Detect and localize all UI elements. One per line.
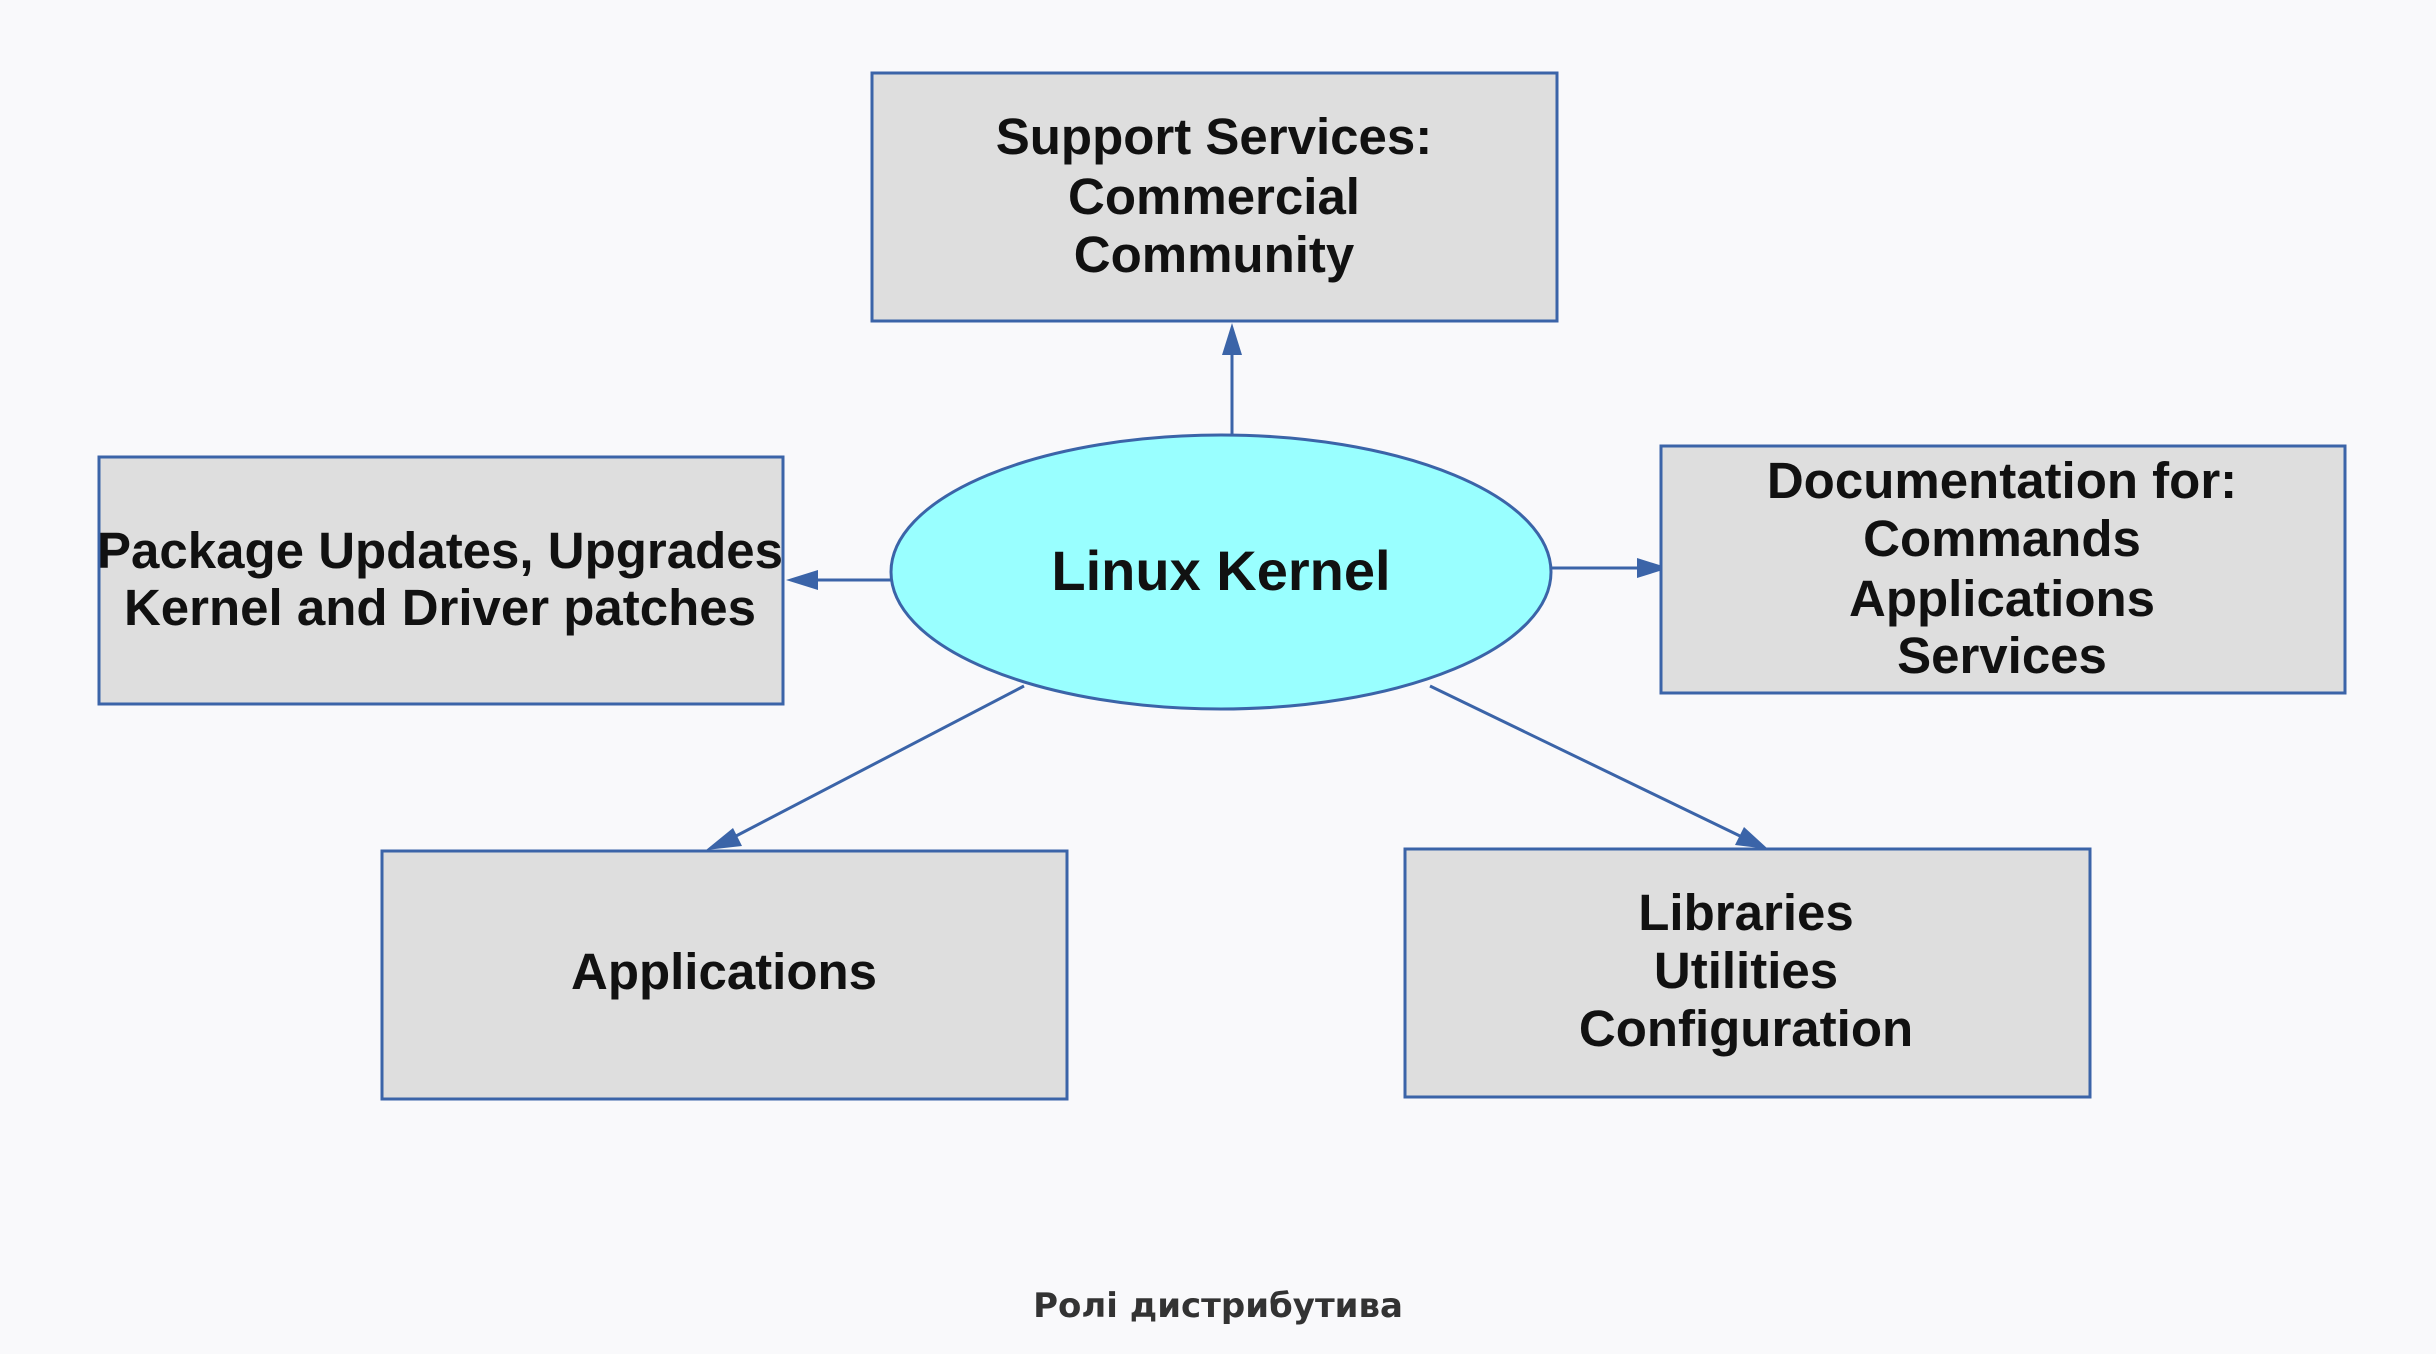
figure-caption: Ролі дистрибутива <box>1033 1286 1403 1326</box>
arrowhead-documentation <box>1637 558 1669 578</box>
arrow-to-applications <box>735 684 1025 838</box>
arrowhead-applications <box>706 828 742 850</box>
libraries-line-1: Libraries <box>1638 884 1853 941</box>
documentation-line-4: Services <box>1897 627 2107 684</box>
support-line-3: Community <box>1074 226 1355 283</box>
applications-line-1: Applications <box>571 943 877 1000</box>
libraries-line-2: Utilities <box>1654 942 1838 999</box>
arrowhead-packages <box>786 570 818 590</box>
packages-line-1: Package Updates, Upgrades <box>97 522 783 579</box>
arrowhead-support <box>1222 323 1242 355</box>
libraries-box: Libraries Utilities Configuration <box>1403 847 2092 1099</box>
documentation-line-2: Commands <box>1863 510 2141 567</box>
support-line-1: Support Services: <box>996 108 1432 165</box>
arrowhead-libraries <box>1735 827 1768 849</box>
applications-box: Applications <box>380 849 1069 1101</box>
support-line-2: Commercial <box>1068 168 1360 225</box>
linux-kernel-node: Linux Kernel <box>889 433 1553 711</box>
documentation-box: Documentation for: Commands Applications… <box>1659 444 2347 695</box>
documentation-line-1: Documentation for: <box>1767 452 2237 509</box>
linux-kernel-label: Linux Kernel <box>1051 539 1390 602</box>
support-services-box: Support Services: Commercial Community <box>870 71 1559 323</box>
libraries-line-3: Configuration <box>1579 1000 1913 1057</box>
packages-line-2: Kernel and Driver patches <box>124 579 756 636</box>
package-updates-box: Package Updates, Upgrades Kernel and Dri… <box>97 455 785 706</box>
connectors <box>706 323 1768 850</box>
arrow-to-libraries <box>1429 684 1741 838</box>
documentation-line-3: Applications <box>1849 570 2155 627</box>
